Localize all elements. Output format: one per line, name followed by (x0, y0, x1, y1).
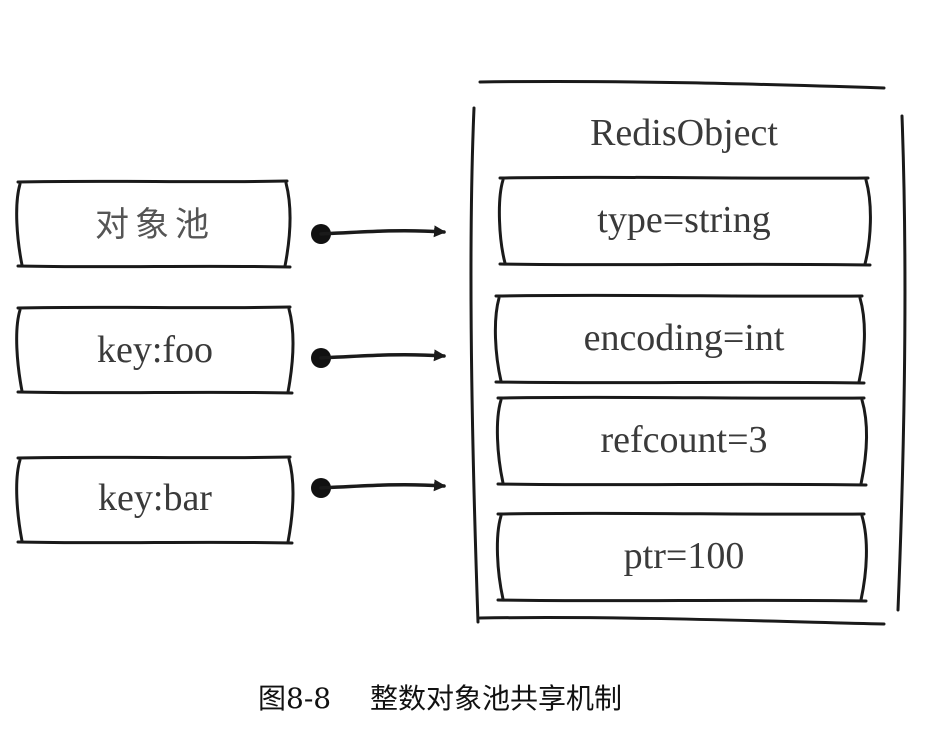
key-foo-label: key:foo (97, 329, 213, 371)
figure-caption: 图8-8 整数对象池共享机制 (258, 682, 622, 715)
field-encoding-label: encoding=int (584, 317, 785, 359)
field-type-box: type=string (497, 175, 872, 267)
field-ptr-label: ptr=100 (624, 535, 745, 577)
object-pool-box: 对象池 (15, 179, 292, 269)
figure-title: 整数对象池共享机制 (370, 682, 622, 715)
field-refcount-box: refcount=3 (495, 395, 868, 487)
pointer-arrow-2 (311, 348, 446, 368)
redis-object-title: RedisObject (590, 112, 778, 154)
pointer-arrow-3 (311, 478, 446, 498)
field-ptr-box: ptr=100 (495, 511, 868, 603)
field-type-label: type=string (597, 199, 770, 241)
key-bar-box: key:bar (15, 455, 295, 545)
redis-object-container: RedisObject (469, 79, 907, 626)
pointer-arrow-1 (311, 224, 446, 244)
field-encoding-box: encoding=int (493, 293, 866, 385)
object-pool-label: 对象池 (95, 205, 215, 245)
field-refcount-label: refcount=3 (600, 419, 767, 461)
key-foo-box: key:foo (15, 305, 295, 395)
key-bar-label: key:bar (98, 477, 212, 519)
figure-number: 图8-8 (258, 682, 331, 715)
